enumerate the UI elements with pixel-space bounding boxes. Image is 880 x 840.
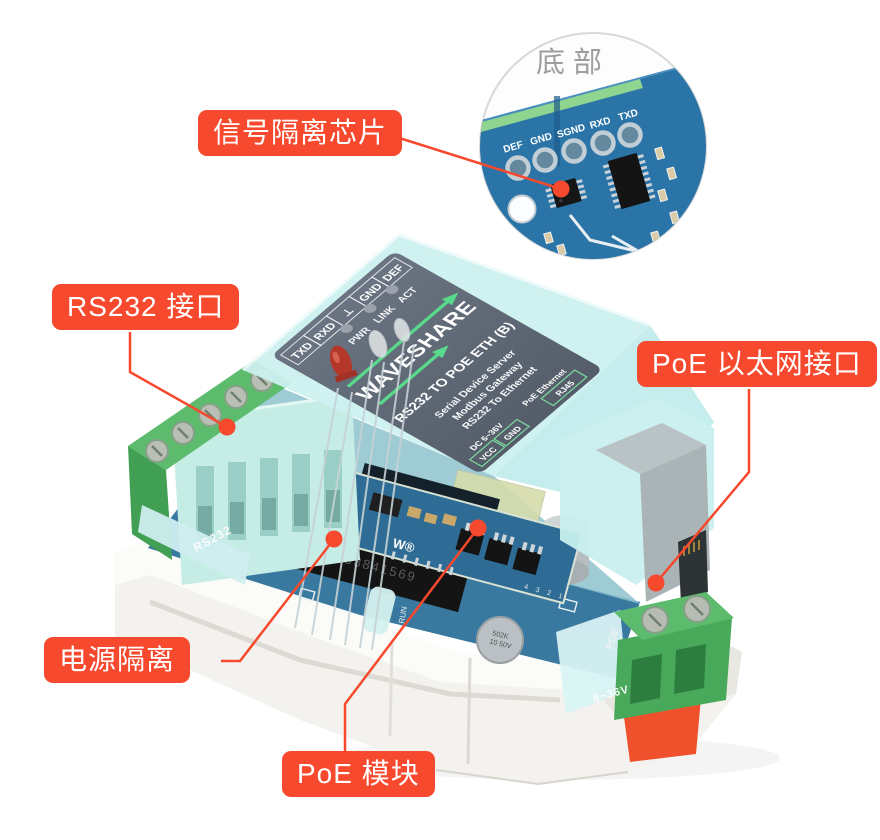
- pcb-print-run: RUN: [397, 605, 409, 624]
- callout-dots: [218, 180, 665, 592]
- callout-line-power-isolation: [221, 538, 335, 663]
- inset-pad-txd: TXD: [617, 108, 639, 124]
- red-led: [329, 345, 358, 383]
- callout-line-poe-module: [343, 527, 479, 751]
- capacitor-marking-1: 502K: [492, 630, 510, 641]
- inset-mounting-hole: [507, 194, 537, 224]
- inset-pads: [505, 122, 643, 181]
- callout-poe-module: PoE 模块: [282, 751, 435, 797]
- inset-pad-def: DEF: [502, 140, 524, 156]
- device-top-label: TXD RXD ⊥ GND DEF PWR LINK ACT WAVESHARE: [274, 253, 600, 472]
- power-terminal-block: [614, 592, 734, 720]
- callout-line-signal-isolation: [392, 134, 562, 191]
- inset-soic-chip: [602, 152, 656, 210]
- case-tab: [362, 586, 396, 635]
- clear-led: [393, 317, 411, 343]
- led-components: [294, 317, 415, 651]
- callout-rs232-interface: RS232 接口: [52, 284, 240, 330]
- clear-led: [368, 330, 388, 358]
- callout-line-poe-ethernet: [655, 389, 751, 584]
- bottom-view-inset: DEF GND SGND RXD TXD: [479, 32, 707, 260]
- callout-power-isolation: 电源隔离: [44, 637, 191, 683]
- inset-title: 底部: [536, 46, 610, 79]
- callout-lines: [128, 134, 751, 751]
- smd-ic: [368, 492, 403, 518]
- capacitor: 502K 10 50V: [476, 616, 524, 664]
- callout-line-rs232: [128, 332, 228, 429]
- callout-signal-isolation-chip: 信号隔离芯片: [198, 110, 403, 156]
- waveshare-logo-mark: W®: [391, 535, 416, 555]
- callout-poe-ethernet-interface: PoE 以太网接口: [637, 341, 877, 387]
